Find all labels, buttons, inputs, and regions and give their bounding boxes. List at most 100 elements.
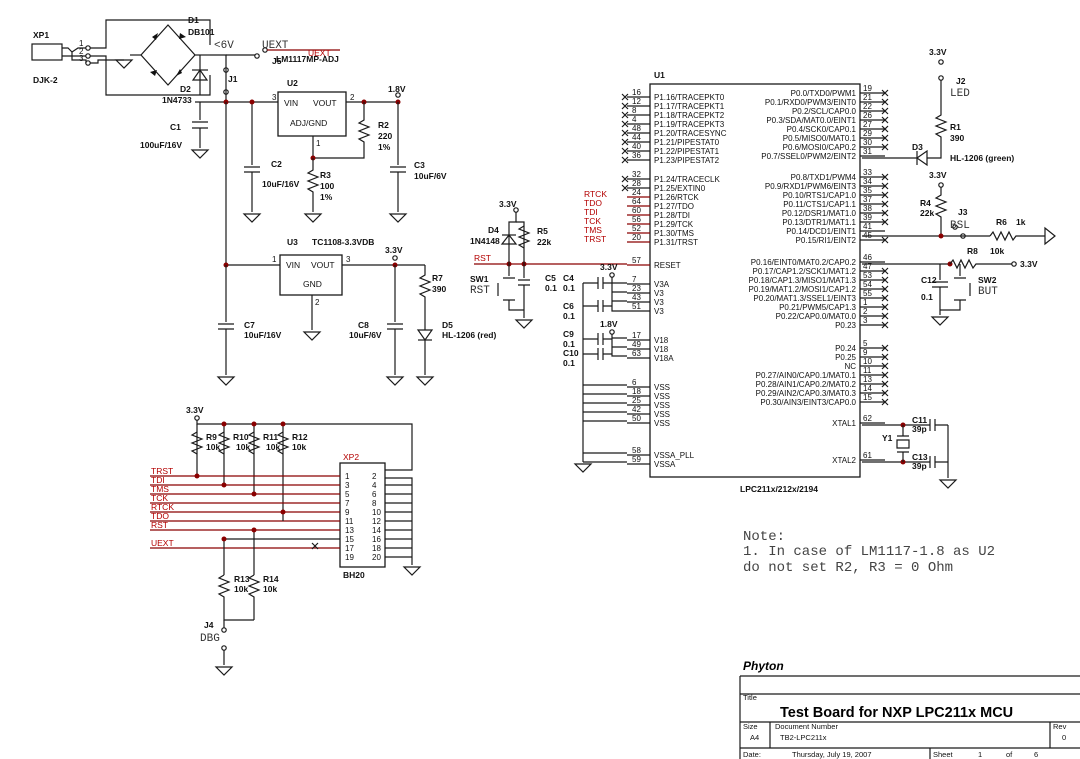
v33g-label: 3.3V — [186, 405, 204, 415]
c3-value: 10uF/6V — [414, 171, 447, 181]
u1-pin-num-29: 29 — [863, 129, 872, 138]
u1-pin-name-60: P1.28/TDI — [654, 211, 690, 220]
xp2-pin-7: 7 — [345, 499, 350, 508]
c10-value: 0.1 — [563, 358, 575, 368]
j1-ref: J1 — [228, 74, 238, 84]
u1-pin-name-17: V18 — [654, 336, 669, 345]
u2-pin-in: 3 — [272, 93, 277, 102]
u1-pin-num-43: 43 — [632, 293, 641, 302]
u1-left-pins: 16P1.16/TRACEPKT012P1.17/TRACEPKT18P1.18… — [621, 88, 727, 469]
u1-pin-name-58: VSSA_PLL — [654, 451, 695, 460]
u1-pin-num-41: 41 — [863, 222, 872, 231]
r7-ref: R7 — [432, 273, 443, 283]
xp1-pin3: 3 — [79, 54, 84, 63]
c9-value: 0.1 — [563, 339, 575, 349]
u1-pin-name-31: P0.7/SSEL0/PWM2/EINT2 — [761, 152, 856, 161]
u1-pin-num-19: 19 — [863, 84, 872, 93]
r13-ref: R13 — [234, 574, 250, 584]
u1-pin-num-7: 7 — [632, 275, 637, 284]
u1-pin-num-12: 12 — [632, 97, 641, 106]
u1-pin-num-5: 5 — [863, 339, 868, 348]
c7-ref: C7 — [244, 320, 255, 330]
u1-pin-name-42: VSS — [654, 410, 670, 419]
sw1-label: RST — [470, 285, 490, 297]
xp2-net-trst: TRST — [151, 466, 173, 476]
note-line1: 1. In case of LM1117-1.8 as U2 — [743, 544, 995, 560]
u1-pin-name-51: V3 — [654, 307, 664, 316]
u1-pin-name-46: P0.16/EINT0/MAT0.2/CAP0.2 — [751, 258, 857, 267]
u1-pin-num-40: 40 — [632, 142, 641, 151]
d2-ref: D2 — [180, 84, 191, 94]
u2-ref: U2 — [287, 78, 298, 88]
y1-ref: Y1 — [882, 433, 893, 443]
tb-size-label: Size — [743, 722, 758, 731]
u1-pin-num-32: 32 — [632, 170, 641, 179]
xp2-pin-11: 11 — [345, 517, 354, 526]
tb-date-label: Date: — [743, 750, 761, 759]
u1-pin-name-3: P0.23 — [835, 321, 856, 330]
sw2-ref: SW2 — [978, 275, 997, 285]
u1-pin-name-54: P0.19/MAT1.2/MOSI1/CAP1.2 — [749, 285, 857, 294]
u1-pin-num-14: 14 — [863, 384, 872, 393]
r3-tol: 1% — [320, 192, 333, 202]
r1-ref: R1 — [950, 122, 961, 132]
u1-pin-num-51: 51 — [632, 302, 641, 311]
tb-of: 6 — [1034, 750, 1038, 759]
u1-pin-name-48: P1.20/TRACESYNC — [654, 129, 727, 138]
c8-value: 10uF/6V — [349, 330, 382, 340]
xp2-net-uext: UEXT — [151, 538, 174, 548]
u1-pin-name-47: P0.17/CAP1.2/SCK1/MAT1.2 — [753, 267, 857, 276]
u3-gnd: GND — [303, 279, 322, 289]
xp2-pin-18: 18 — [372, 544, 381, 553]
r8-ref: R8 — [967, 246, 978, 256]
r2-value: 220 — [378, 131, 392, 141]
u1-pin-num-49: 49 — [632, 340, 641, 349]
u1-pin-num-33: 33 — [863, 168, 872, 177]
u2-regulator: VIN VOUT ADJ/GND U2 LM1117MP-ADJ 3 2 1 1… — [243, 54, 447, 223]
xp2-pin-15: 15 — [345, 535, 354, 544]
u3-regulator: VIN VOUT GND U3 TC1108-3.3VDB 1 3 2 3.3V… — [217, 102, 496, 386]
u1-pin-name-45: P0.15/RI1/EINT2 — [796, 236, 857, 245]
u3-pin-out: 3 — [346, 255, 351, 264]
u3-value: TC1108-3.3VDB — [312, 237, 374, 247]
u1-pin-num-30: 30 — [863, 138, 872, 147]
u1-pin-name-63: V18A — [654, 354, 674, 363]
u1-pin-num-26: 26 — [863, 111, 872, 120]
r9-value: 10k — [206, 442, 220, 452]
xp2-net-tck: TCK — [151, 493, 168, 503]
u1-pin-num-37: 37 — [863, 195, 872, 204]
u1-pin-num-1: 1 — [863, 298, 868, 307]
xp2-pin-17: 17 — [345, 544, 354, 553]
u1-pin-name-33: P0.8/TXD1/PWM4 — [791, 173, 857, 182]
u1-pin-name-55: P0.20/MAT1.3/SSEL1/EINT3 — [753, 294, 856, 303]
u3-vout: VOUT — [311, 260, 335, 270]
c2-ref: C2 — [271, 159, 282, 169]
v33f-label: 3.3V — [1020, 259, 1038, 269]
r10-value: 10k — [236, 442, 250, 452]
u1-pin-name-27: P0.4/SCK0/CAP0.1 — [787, 125, 857, 134]
net-tdo: TDO — [584, 198, 602, 208]
xp1-pin2: 2 — [79, 47, 84, 56]
u1-pin-name-21: P0.1/RXD0/PWM3/EINT0 — [765, 98, 857, 107]
v18b-label: 1.8V — [600, 319, 618, 329]
r1-value: 390 — [950, 133, 964, 143]
tb-of-label: of — [1006, 750, 1013, 759]
design-note: Note: 1. In case of LM1117-1.8 as U2 do … — [743, 529, 995, 576]
u1-pin-name-37: P0.11/CTS1/CAP1.1 — [783, 200, 856, 209]
c11-ref: C11 — [912, 415, 927, 425]
r5-ref: R5 — [537, 226, 548, 236]
xp1-ref: XP1 — [33, 30, 49, 40]
u1-pin-num-44: 44 — [632, 133, 641, 142]
tb-sheet-label: Sheet — [933, 750, 954, 759]
title-block: Phyton Title Test Board for NXP LPC211x … — [739, 659, 1080, 759]
u1-pin-name-50: VSS — [654, 419, 670, 428]
r2-ref: R2 — [378, 120, 389, 130]
r3-ref: R3 — [320, 170, 331, 180]
xp2-pin-20: 20 — [372, 553, 381, 562]
u1-pin-name-22: P0.2/SCL/CAP0.0 — [792, 107, 857, 116]
c13-value: 39p — [912, 461, 927, 471]
power-input: XP1 DJK-2 1 2 3 D1 DB101 <6V D2 1N4733 J… — [31, 15, 340, 159]
u1-pin-name-1: P0.21/PWM5/CAP1.3 — [779, 303, 856, 312]
c2-value: 10uF/16V — [262, 179, 300, 189]
